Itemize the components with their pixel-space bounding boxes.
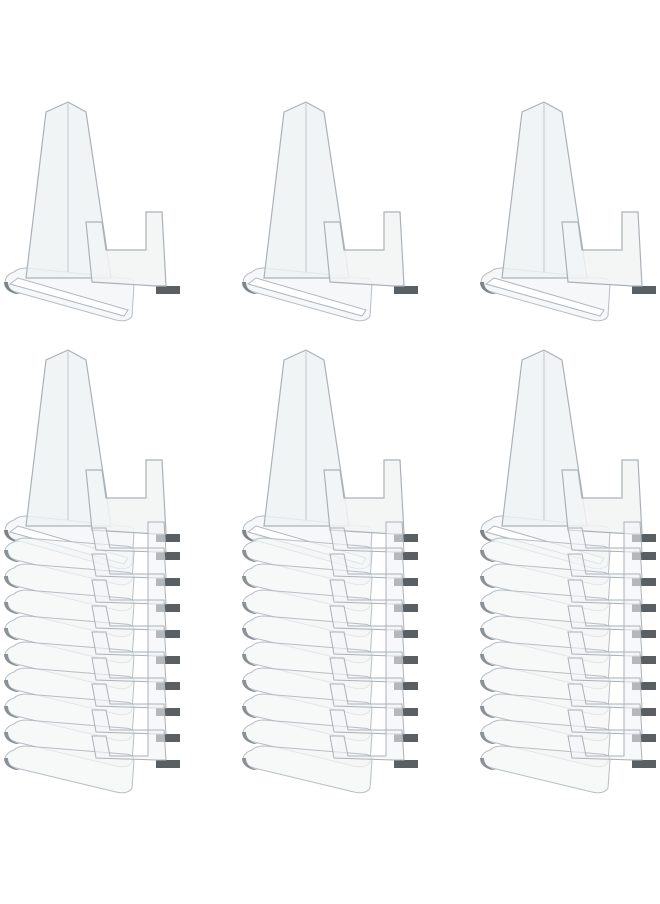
single-easel-center bbox=[241, 101, 419, 322]
single-easel-left bbox=[3, 101, 181, 322]
stacked-easels-right bbox=[479, 349, 657, 794]
stacked-easels-center bbox=[241, 349, 419, 794]
single-easel-right bbox=[479, 101, 657, 322]
stacked-easels-left bbox=[3, 349, 181, 794]
